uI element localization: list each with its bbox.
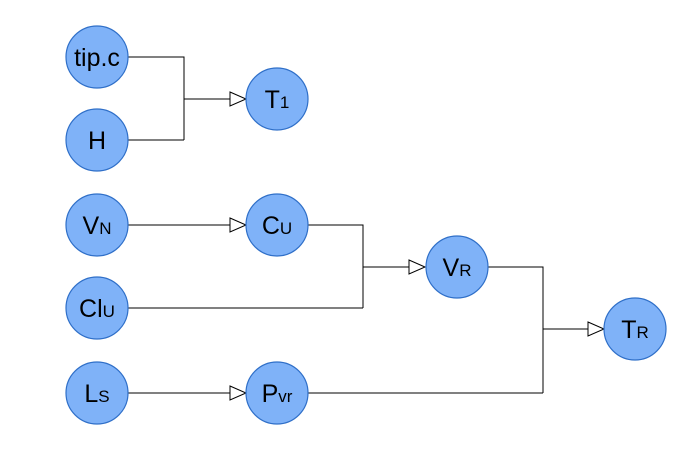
node-tr-label: TR — [621, 316, 649, 344]
node-clu: ClU — [65, 276, 129, 340]
node-ls-label: LS — [84, 380, 109, 408]
node-pvr-label: Pvr — [262, 380, 293, 408]
node-cu-label: CU — [262, 212, 292, 240]
arrowhead-t1 — [229, 91, 248, 107]
node-vn: VN — [65, 193, 129, 257]
node-h-label: H — [88, 127, 106, 155]
node-t1: T1 — [245, 67, 309, 131]
arrowhead-tr — [587, 321, 606, 337]
node-h: H — [65, 108, 129, 172]
connector-cu-to-vr — [308, 224, 364, 308]
node-ls: LS — [65, 361, 129, 425]
node-vr: VR — [425, 235, 489, 299]
node-tipc: tip.c — [65, 25, 129, 89]
node-vr-label: VR — [443, 254, 472, 282]
connector-tipc-to-t1 — [128, 56, 185, 140]
node-pvr: Pvr — [245, 361, 309, 425]
node-t1-label: T1 — [265, 86, 290, 114]
arrowhead-pvr — [229, 385, 248, 401]
node-clu-label: ClU — [79, 295, 115, 323]
node-cu: CU — [245, 193, 309, 257]
node-vn-label: VN — [83, 212, 112, 240]
connector-vr-to-tr — [488, 266, 544, 393]
node-tr: TR — [603, 297, 667, 361]
node-tipc-label: tip.c — [74, 44, 120, 72]
connectors — [128, 56, 606, 401]
arrowhead-vr — [408, 259, 427, 275]
arrowhead-cu — [229, 217, 248, 233]
